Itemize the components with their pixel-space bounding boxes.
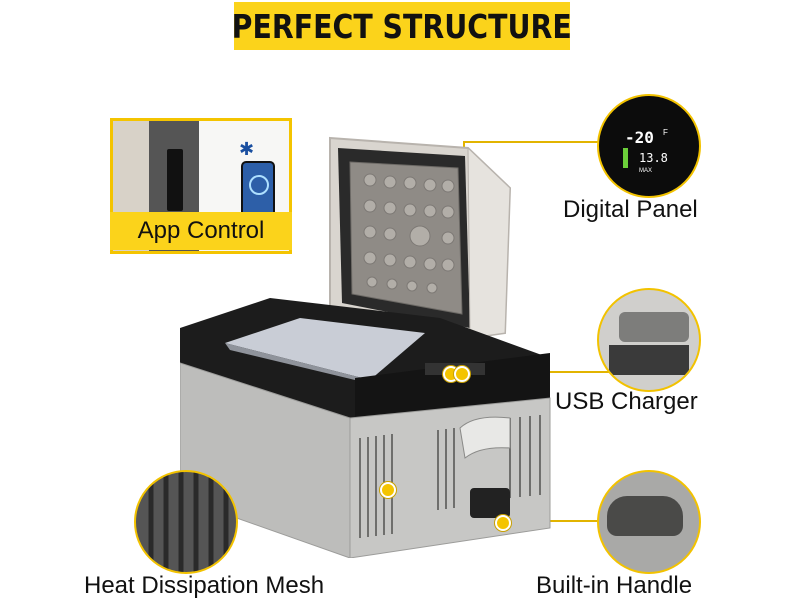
app-control-label-box: App Control: [110, 212, 292, 250]
battery-icon: [623, 148, 628, 168]
usb-charger-label: USB Charger: [555, 388, 698, 415]
digital-panel-callout: -20 F 13.8 MAX: [597, 94, 701, 198]
panel-temp: -20: [625, 128, 654, 147]
handle-dot: [495, 515, 511, 531]
open-lid: [329, 136, 512, 340]
usb-charger-callout: [597, 288, 701, 392]
digital-panel-label: Digital Panel: [563, 196, 698, 223]
title-banner: PERFECT STRUCTURE: [231, 2, 573, 50]
wifi-icon: ✱: [239, 139, 255, 159]
power-socket: [470, 488, 510, 518]
usb-port-cover: [619, 312, 689, 342]
handle-callout: [597, 470, 701, 574]
gauge-icon: [249, 175, 269, 195]
handle-grip: [607, 496, 683, 536]
heat-mesh-callout: [134, 470, 238, 574]
usb-dot: [454, 366, 470, 382]
heat-mesh-label: Heat Dissipation Mesh: [84, 572, 325, 599]
portable-fridge-illustration: [180, 136, 551, 558]
panel-mode: MAX: [639, 168, 653, 174]
app-control-label: App Control: [137, 217, 265, 244]
mesh-dot: [380, 482, 396, 498]
panel-voltage: 13.8: [639, 151, 668, 165]
handle-label: Built-in Handle: [536, 572, 693, 599]
mesh-grille-icon: [148, 472, 229, 572]
handle-shape: [459, 416, 511, 459]
mini-display: [167, 149, 183, 211]
usb-port-base: [609, 345, 689, 375]
page-title: PERFECT STRUCTURE: [231, 6, 573, 46]
panel-unit: F: [663, 128, 668, 137]
